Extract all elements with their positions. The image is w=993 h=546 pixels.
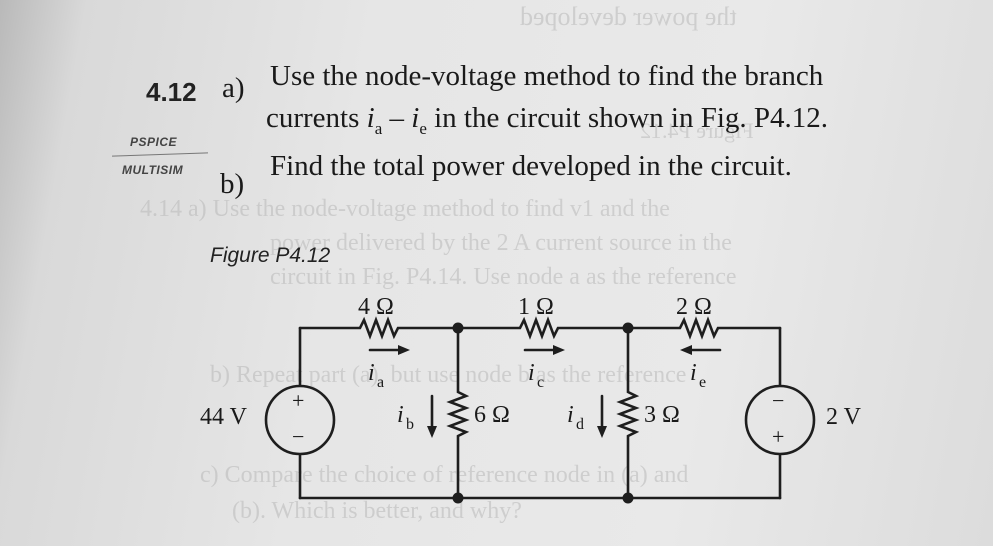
part-a-line-1: Use the node-voltage method to find the … xyxy=(270,60,824,92)
part-b-marker: b) xyxy=(220,168,245,200)
node-top-middle xyxy=(452,322,464,334)
current-ic-label: i xyxy=(528,360,535,386)
part-a-line-2: currents ia – ie in the circuit shown in… xyxy=(266,102,828,139)
resistor-3-label: 3 Ω xyxy=(644,402,680,428)
bleed-through-4: power delivered by the 2 A current sourc… xyxy=(270,230,732,256)
current-ia-subscript: a xyxy=(377,374,384,391)
part-a-dash: – xyxy=(382,102,412,134)
arrowhead-ie xyxy=(680,345,692,355)
left-voltage-source xyxy=(264,384,336,456)
current-ie-subscript: e xyxy=(699,374,706,391)
resistor-4-label: 4 Ω xyxy=(358,294,394,320)
resistor-1-label: 1 Ω xyxy=(518,294,554,320)
arrowhead-ia xyxy=(398,345,410,355)
left-source-plus: + xyxy=(292,388,304,413)
node-bottom-middle xyxy=(452,492,464,504)
part-b-text: Find the total power developed in the ci… xyxy=(270,150,792,182)
bleed-through-8: (b). Which is better, and why? xyxy=(232,498,522,524)
resistor-6-label: 6 Ω xyxy=(474,402,510,428)
node-bottom-right xyxy=(622,492,634,504)
current-ic-subscript: c xyxy=(537,374,544,391)
current-ib-subscript: b xyxy=(406,416,414,433)
arrowhead-ib xyxy=(427,426,437,438)
resistor-2-label: 2 Ω xyxy=(676,294,712,320)
bleed-through-6: b) Repeat part (a), but use node b as th… xyxy=(210,362,687,388)
right-source-plus: + xyxy=(772,424,784,449)
arrowhead-ic xyxy=(553,345,565,355)
bleed-through-3: 4.14 a) Use the node-voltage method to f… xyxy=(140,196,670,222)
left-source-minus: − xyxy=(292,424,304,449)
pspice-tag: PSPICE xyxy=(130,135,178,149)
current-ib-label: i xyxy=(397,402,404,428)
current-id-label: i xyxy=(567,402,574,428)
right-source-minus: − xyxy=(772,388,784,413)
current-ie-sub: e xyxy=(419,118,427,138)
resistor-3-branch xyxy=(616,326,640,500)
problem-number: 4.12 xyxy=(146,77,197,107)
part-a-line-2-prefix: currents xyxy=(266,102,367,134)
node-top-right xyxy=(622,322,634,334)
current-ie-var: i xyxy=(411,102,420,134)
current-ie-label: i xyxy=(690,360,697,386)
current-ia-sub: a xyxy=(374,118,383,138)
current-id-subscript: d xyxy=(576,416,584,433)
bleed-through-7: c) Compare the choice of reference node … xyxy=(200,462,689,488)
top-wire xyxy=(298,316,782,340)
part-a-line-2-suffix: in the circuit shown in Fig. P4.12. xyxy=(426,102,829,134)
resistor-6-branch xyxy=(446,326,470,500)
arrowhead-id xyxy=(597,426,607,438)
figure-label: Figure P4.12 xyxy=(210,244,331,267)
current-ia-var: i xyxy=(366,102,375,134)
part-a-marker: a) xyxy=(222,72,245,104)
current-ia-label: i xyxy=(368,360,375,386)
left-source-value: 44 V xyxy=(200,404,248,430)
bleed-through-5: circuit in Fig. P4.14. Use node a as the… xyxy=(270,264,737,290)
multisim-tag: MULTISIM xyxy=(122,163,184,177)
right-voltage-source xyxy=(744,384,816,456)
right-source-value: 2 V xyxy=(826,404,862,430)
